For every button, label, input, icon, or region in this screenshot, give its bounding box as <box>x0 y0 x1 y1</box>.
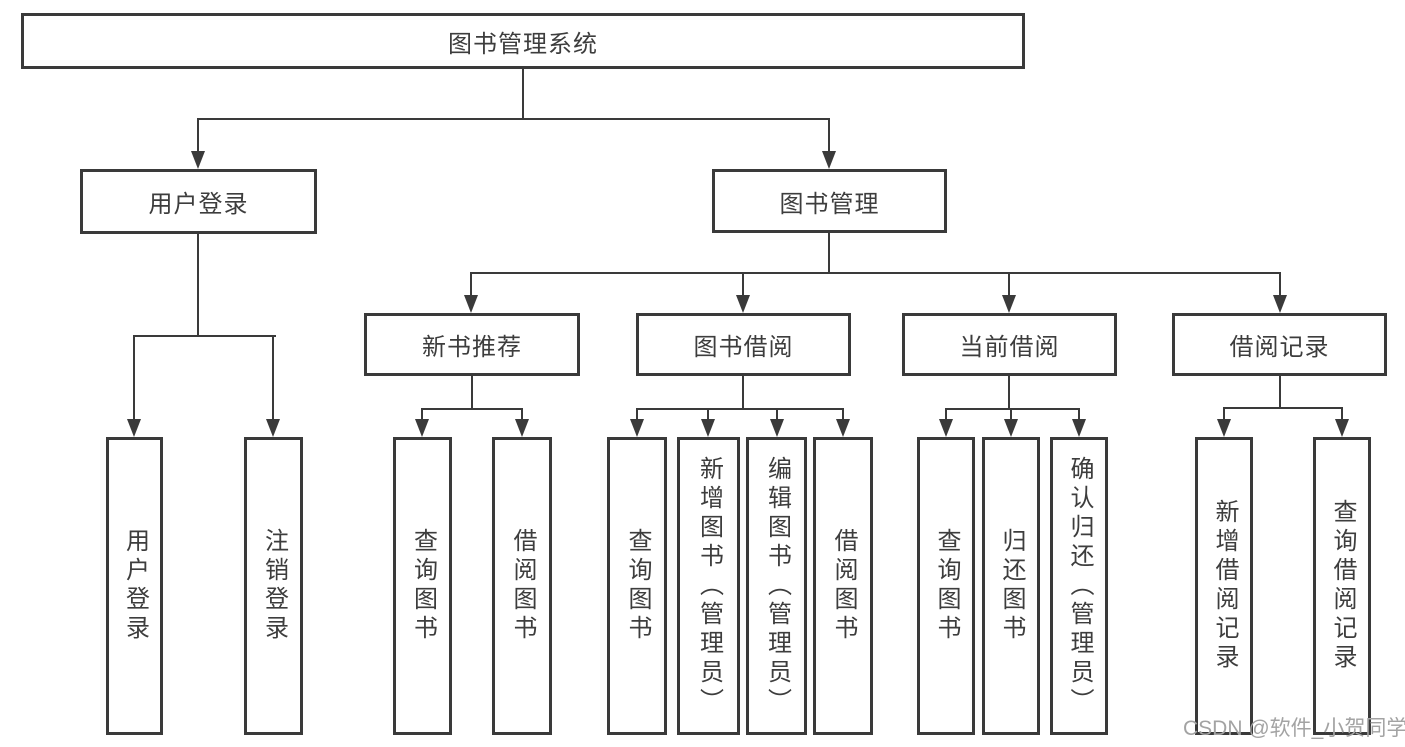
leaf-logout: 注销登录 <box>244 437 303 735</box>
connector-line <box>421 408 523 410</box>
leaf-edit-book-admin: 编辑图书（管理员） <box>746 437 807 735</box>
connector-line <box>1223 407 1343 409</box>
arrowhead-down-icon <box>822 151 836 169</box>
connector-line <box>471 376 473 410</box>
leaf-label: 查询借阅记录 <box>1329 499 1356 673</box>
connector-line <box>272 337 274 421</box>
connector-line <box>828 233 830 274</box>
arrowhead-down-icon <box>630 419 644 437</box>
arrowhead-down-icon <box>191 151 205 169</box>
arrowhead-down-icon <box>515 419 529 437</box>
leaf-label: 借阅图书 <box>830 528 857 644</box>
arrowhead-down-icon <box>1002 295 1016 313</box>
leaf-confirm-return-admin: 确认归还（管理员） <box>1050 437 1108 735</box>
node-label: 用户登录 <box>148 191 249 218</box>
leaf-label: 注销登录 <box>260 528 288 644</box>
connector-line <box>945 410 947 420</box>
leaf-query-books-current: 查询图书 <box>917 437 975 735</box>
connector-line <box>197 234 199 337</box>
connector-line <box>707 410 709 420</box>
connector-line <box>1078 410 1080 420</box>
leaf-query-books-borrow: 查询图书 <box>607 437 667 735</box>
leaf-label: 归还图书 <box>998 528 1025 644</box>
connector-line <box>133 335 276 337</box>
connector-line <box>636 410 638 420</box>
leaf-label: 查询图书 <box>933 528 960 644</box>
connector-line <box>742 376 744 410</box>
leaf-query-borrow-record: 查询借阅记录 <box>1313 437 1371 735</box>
node-user-login: 用户登录 <box>80 169 317 234</box>
node-book-management: 图书管理 <box>712 169 947 233</box>
arrowhead-down-icon <box>736 295 750 313</box>
connector-line <box>1008 274 1010 297</box>
node-label: 当前借阅 <box>959 334 1060 361</box>
connector-line <box>470 274 472 297</box>
leaf-borrow-books-borrow: 借阅图书 <box>813 437 873 735</box>
leaf-label: 借阅图书 <box>509 528 536 644</box>
connector-line <box>945 408 1080 410</box>
arrowhead-down-icon <box>1217 419 1231 437</box>
connector-line <box>636 408 844 410</box>
leaf-add-borrow-record: 新增借阅记录 <box>1195 437 1253 735</box>
node-borrow-records: 借阅记录 <box>1172 313 1387 376</box>
connector-line <box>742 274 744 297</box>
arrowhead-down-icon <box>266 419 280 437</box>
node-label: 借阅记录 <box>1229 334 1330 361</box>
node-book-borrow: 图书借阅 <box>636 313 851 376</box>
csdn-watermark: CSDN @软件_小贺同学 <box>1183 717 1405 740</box>
connector-line <box>521 410 523 420</box>
node-new-book-recommend: 新书推荐 <box>364 313 580 376</box>
connector-line <box>842 410 844 420</box>
connector-line <box>1279 376 1281 409</box>
connector-line <box>1223 409 1225 420</box>
leaf-borrow-books-recommend: 借阅图书 <box>492 437 552 735</box>
connector-line <box>828 120 830 152</box>
leaf-label: 查询图书 <box>409 528 437 644</box>
leaf-label: 新增图书（管理员） <box>695 455 723 717</box>
connector-line <box>522 68 524 120</box>
arrowhead-down-icon <box>127 419 141 437</box>
node-label: 图书管理 <box>779 190 880 218</box>
connector-line <box>197 120 199 152</box>
node-current-borrow: 当前借阅 <box>902 313 1117 376</box>
leaf-label: 编辑图书（管理员） <box>763 455 791 717</box>
node-label: 新书推荐 <box>422 334 522 361</box>
arrowhead-down-icon <box>939 419 953 437</box>
connector-line <box>421 410 423 420</box>
arrowhead-down-icon <box>464 295 478 313</box>
arrowhead-down-icon <box>1004 419 1018 437</box>
leaf-label: 新增借阅记录 <box>1211 499 1238 673</box>
arrowhead-down-icon <box>1335 419 1349 437</box>
leaf-query-books-recommend: 查询图书 <box>393 437 452 735</box>
arrowhead-down-icon <box>415 419 429 437</box>
connector-line <box>470 272 1281 274</box>
node-system-root: 图书管理系统 <box>21 13 1025 69</box>
connector-line <box>133 337 135 421</box>
node-label: 图书借阅 <box>693 334 794 361</box>
leaf-user-login: 用户登录 <box>106 437 163 735</box>
arrowhead-down-icon <box>836 419 850 437</box>
leaf-return-book: 归还图书 <box>982 437 1040 735</box>
arrowhead-down-icon <box>701 419 715 437</box>
leaf-label: 查询图书 <box>624 528 651 644</box>
leaf-label: 确认归还（管理员） <box>1066 455 1093 717</box>
connector-line <box>776 410 778 420</box>
node-label: 图书管理系统 <box>448 30 598 58</box>
arrowhead-down-icon <box>1273 295 1287 313</box>
leaf-label: 用户登录 <box>121 528 149 644</box>
connector-line <box>1010 410 1012 420</box>
arrowhead-down-icon <box>770 419 784 437</box>
connector-line <box>1341 409 1343 420</box>
arrowhead-down-icon <box>1072 419 1086 437</box>
connector-line <box>1008 376 1010 410</box>
connector-line <box>197 118 830 120</box>
leaf-add-book-admin: 新增图书（管理员） <box>677 437 740 735</box>
connector-line <box>1279 274 1281 297</box>
